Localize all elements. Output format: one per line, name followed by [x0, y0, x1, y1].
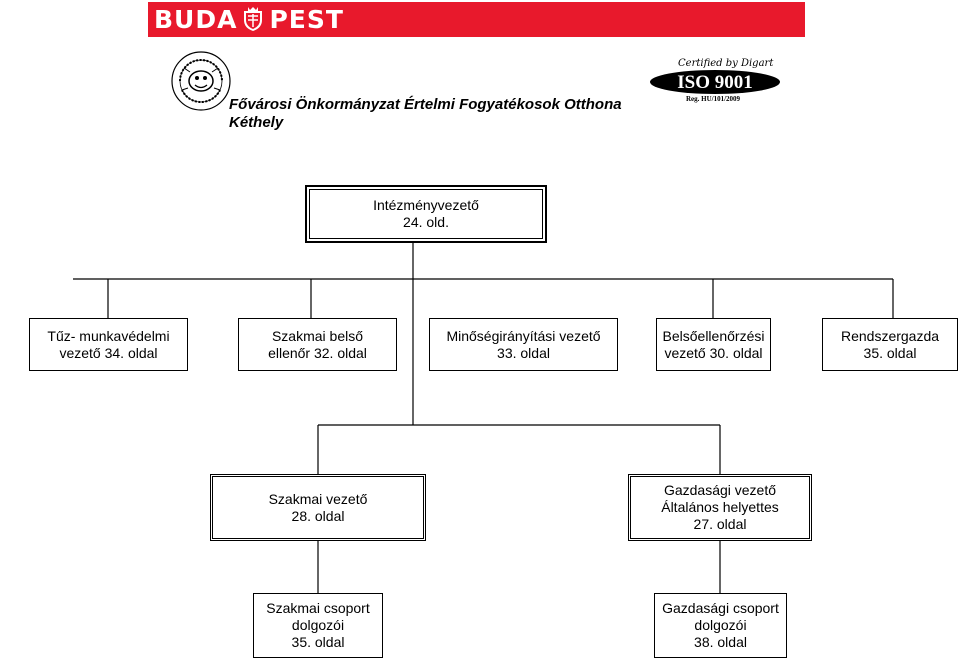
org-box-level2-1-line2: 28. oldal	[291, 507, 345, 524]
org-box-level3-2-line2: dolgozói	[694, 617, 747, 633]
org-box-level2-2-line3: 27. oldal	[693, 516, 747, 532]
org-box-level1-5-line2: 35. oldal	[863, 344, 917, 361]
org-box-level1-2: Szakmai belső ellenőr 32. oldal	[238, 318, 397, 371]
org-box-level1-3-line1: Minőségirányítási vezető	[446, 327, 601, 344]
org-box-level1-1: Tűz- munkavédelmi vezető 34. oldal	[29, 318, 188, 371]
kethely-seal-logo-icon	[171, 51, 231, 111]
iso-certified-text: Certified by Digart	[678, 58, 774, 69]
org-box-level1-5-line1: Rendszergazda	[840, 327, 940, 344]
org-box-level2-1: Szakmai vezető 28. oldal	[210, 474, 426, 541]
org-box-level1-4-line1: Belsőellenőrzési	[662, 327, 765, 344]
banner-left-text: BUDA	[154, 5, 238, 34]
org-box-root-line1: Intézményvezető	[373, 197, 479, 213]
banner-right-text: PEST	[269, 5, 344, 34]
budapest-banner: BUDA PEST	[148, 2, 805, 37]
org-box-level1-2-line1: Szakmai belső	[271, 327, 364, 344]
org-box-level2-1-line1: Szakmai vezető	[268, 490, 368, 507]
org-box-level1-4: Belsőellenőrzési vezető 30. oldal	[656, 318, 771, 371]
org-box-level3-1: Szakmai csoport dolgozói 35. oldal	[253, 593, 383, 658]
org-box-level1-3-line2: 33. oldal	[497, 344, 550, 361]
org-box-level1-5: Rendszergazda 35. oldal	[822, 318, 958, 371]
org-box-level2-2: Gazdasági vezető Általános helyettes 27.…	[628, 474, 812, 541]
org-box-root-line2: 24. old.	[403, 214, 449, 230]
org-box-level3-1-line2: dolgozói	[291, 617, 345, 633]
org-name: Fővárosi Önkormányzat Értelmi Fogyatékos…	[229, 96, 622, 113]
iso-main-text: ISO 9001	[677, 72, 753, 93]
org-box-level2-2-line2: Általános helyettes	[661, 499, 779, 515]
org-box-level3-2-line3: 38. oldal	[694, 634, 747, 650]
org-box-level1-3: Minőségirányítási vezető 33. oldal	[429, 318, 618, 371]
iso-oval-icon	[650, 70, 780, 94]
org-box-level1-4-line2: vezető 30. oldal	[664, 344, 763, 361]
org-box-level3-1-line3: 35. oldal	[291, 634, 345, 650]
org-box-level2-2-line1: Gazdasági vezető	[663, 482, 777, 498]
org-box-level3-2-line1: Gazdasági csoport	[662, 600, 779, 616]
org-box-level3-2: Gazdasági csoport dolgozói 38. oldal	[654, 593, 787, 658]
org-box-level1-2-line2: ellenőr 32. oldal	[268, 344, 367, 361]
org-box-level3-1-line1: Szakmai csoport	[266, 600, 370, 616]
org-box-level1-1-line2: vezető 34. oldal	[59, 344, 158, 361]
org-box-level1-1-line1: Tűz- munkavédelmi	[47, 327, 170, 344]
org-box-root: Intézményvezető 24. old.	[305, 185, 547, 243]
iso-reg-text: Reg. HU/101/2009	[686, 95, 741, 103]
budapest-coat-of-arms-icon	[244, 7, 263, 31]
org-city: Kéthely	[229, 114, 284, 131]
banner-logo-text: BUDA PEST	[154, 6, 344, 34]
iso-certification-badge: Certified by Digart ISO 9001 Reg. HU/101…	[650, 58, 780, 108]
